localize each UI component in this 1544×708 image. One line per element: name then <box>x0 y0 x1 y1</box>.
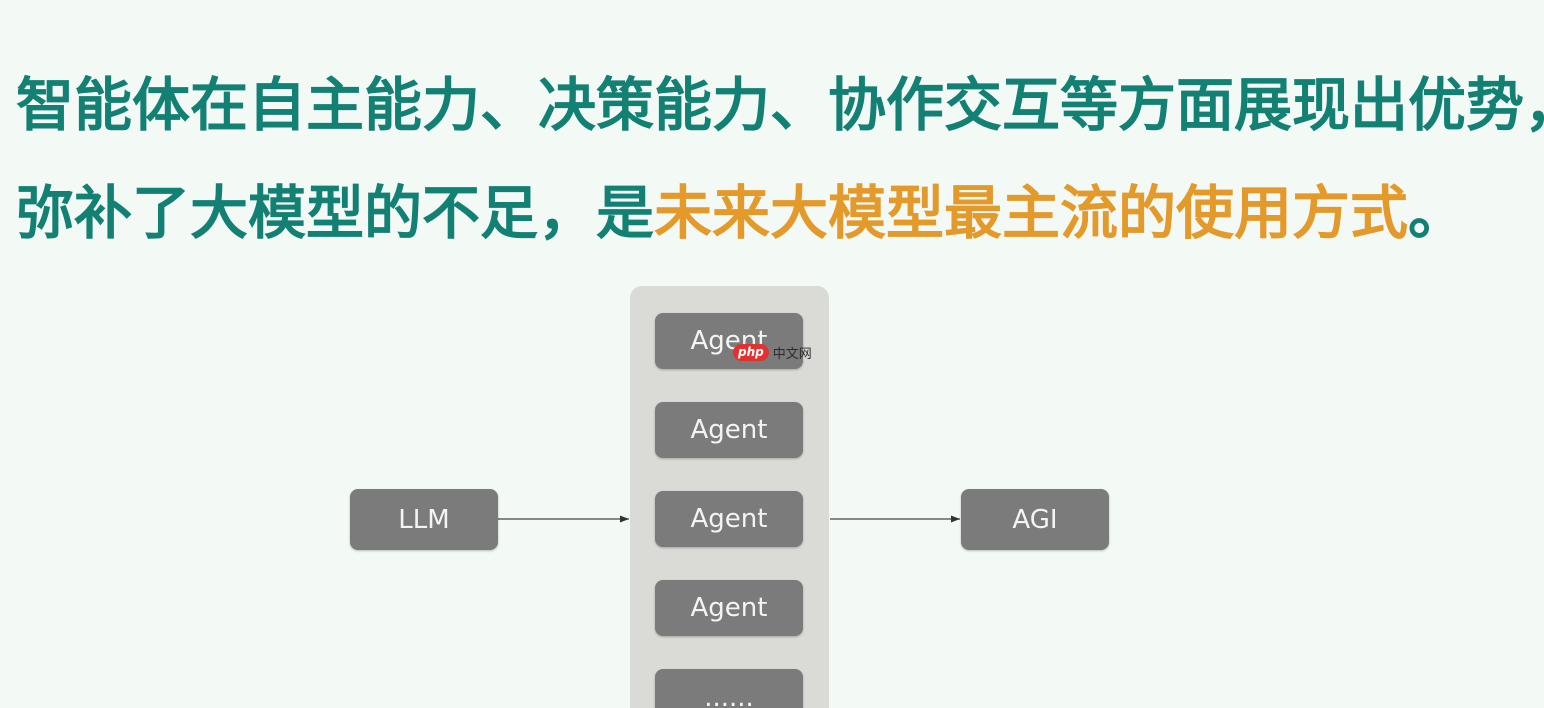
headline-line-1: 智能体在自主能力、决策能力、协作交互等方面展现出优势， <box>16 70 1544 140</box>
agent-node-more: ...... <box>655 669 803 708</box>
agent-node-4: Agent <box>655 580 803 636</box>
agent-node-more-label: ...... <box>704 683 754 708</box>
headline-line-2-prefix: 弥补了大模型的不足，是 <box>16 179 655 247</box>
site-watermark: php 中文网 <box>733 343 812 362</box>
watermark-text: 中文网 <box>772 347 812 362</box>
agent-node-label: Agent <box>690 593 768 623</box>
agent-node-label: Agent <box>690 504 768 534</box>
agi-node-label: AGI <box>1012 504 1058 535</box>
headline-line-2-suffix: 。 <box>1408 179 1467 247</box>
agent-node-label: Agent <box>690 415 768 445</box>
llm-node-label: LLM <box>398 504 450 535</box>
agent-node-2: Agent <box>655 402 803 458</box>
llm-node: LLM <box>350 489 498 550</box>
agent-node-3: Agent <box>655 491 803 547</box>
agi-node: AGI <box>961 489 1109 550</box>
headline-highlight: 未来大模型最主流的使用方式 <box>654 179 1409 247</box>
headline-line-1-text: 智能体在自主能力、决策能力、协作交互等方面展现出优势， <box>16 71 1544 139</box>
watermark-badge: php <box>733 344 769 361</box>
headline-line-2: 弥补了大模型的不足，是未来大模型最主流的使用方式。 <box>16 178 1544 248</box>
